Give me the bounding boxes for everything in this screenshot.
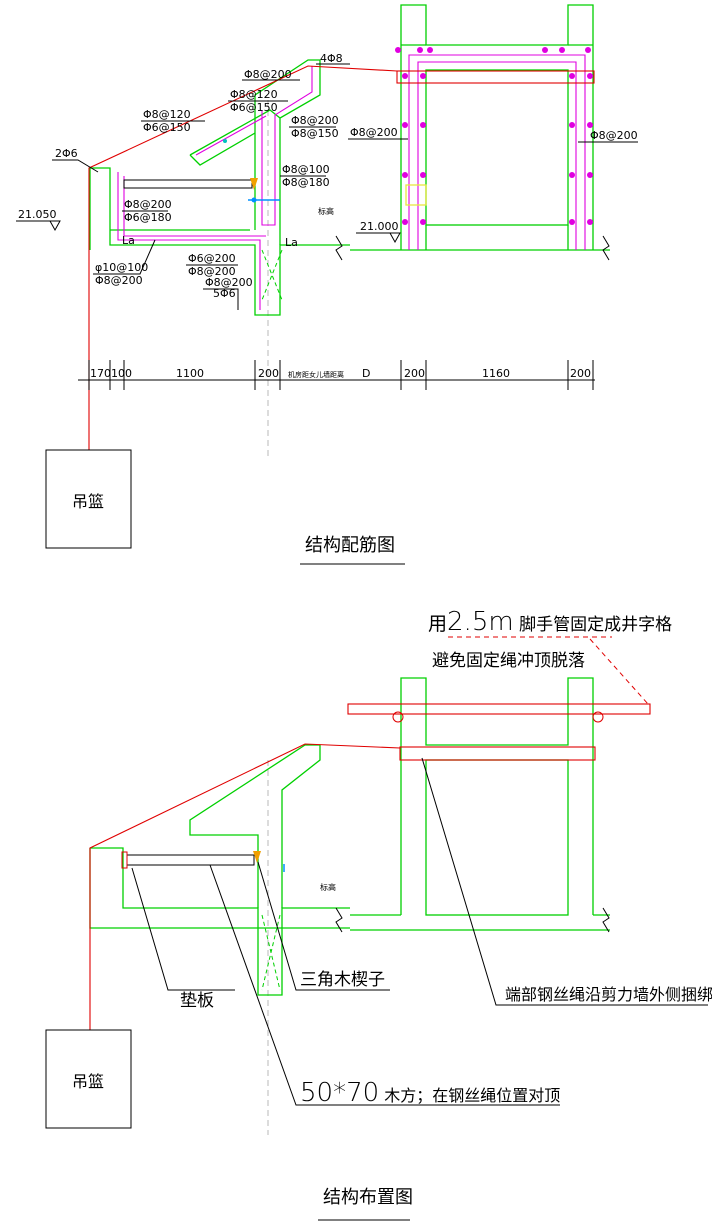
svg-text:Φ6@150: Φ6@150 [143, 121, 191, 134]
svg-text:Φ6@180: Φ6@180 [124, 211, 172, 224]
safety-rope [88, 65, 398, 450]
svg-text:Φ8@200: Φ8@200 [590, 129, 638, 142]
svg-text:200: 200 [258, 367, 279, 380]
svg-text:Φ6@200: Φ6@200 [188, 252, 236, 265]
svg-text:La: La [122, 234, 135, 247]
drawing-title-bottom: 结构布置图 [323, 1187, 413, 1208]
svg-text:1100: 1100 [176, 367, 204, 380]
svg-text:200: 200 [404, 367, 425, 380]
break-symbol [602, 235, 610, 261]
svg-text:Φ8@200: Φ8@200 [188, 265, 236, 278]
safety-rope [89, 743, 401, 1030]
svg-text:2Φ6: 2Φ6 [55, 147, 78, 160]
svg-text:Φ8@200: Φ8@200 [350, 126, 398, 139]
parapet-and-slab [89, 744, 350, 996]
break-symbol [335, 907, 343, 933]
leader-lines [131, 757, 708, 1106]
scaffold-pipe [347, 703, 651, 715]
elevation-left: 21.050 [18, 208, 57, 221]
elevation-right: 21.000 [360, 220, 399, 233]
machine-room-walls [347, 636, 651, 931]
svg-text:Φ8@200: Φ8@200 [95, 274, 143, 287]
drawing-title-top: 结构配筋图 [305, 535, 395, 556]
svg-text:D: D [362, 367, 370, 380]
basket-box [45, 1029, 132, 1129]
wedge-marker [253, 851, 261, 863]
svg-text:4Φ8: 4Φ8 [320, 52, 343, 65]
beam-band [396, 70, 595, 84]
basket-label: 吊篮 [72, 492, 104, 511]
parapet-and-slab [89, 59, 350, 316]
timber-note: 50*70 木方；在钢丝绳位置对顶 [300, 1078, 560, 1108]
svg-text:1160: 1160 [482, 367, 510, 380]
svg-text:La: La [285, 236, 298, 249]
dimension-line: 170 100 1100 200 机房距女儿墙距离 D 200 1160 200 [78, 360, 595, 390]
reinforcement-drawing: 吊篮 21.050 21.000 标高 4Φ8 Φ8@200 Φ8@120 Φ6… [16, 4, 638, 565]
svg-text:170: 170 [90, 367, 111, 380]
basket-box [45, 449, 132, 549]
svg-text:Φ8@120: Φ8@120 [230, 88, 278, 101]
rebar-dots [395, 47, 593, 225]
svg-text:Φ8@200: Φ8@200 [244, 68, 292, 81]
svg-text:机房距女儿墙距离: 机房距女儿墙距离 [288, 370, 344, 379]
layout-drawing: 吊篮 标高 用2.5m 脚手管固定成井字格 避免固定绳冲顶脱落 垫板 三角木楔子… [45, 607, 712, 1221]
break-symbol [602, 907, 610, 933]
level-label: 标高 [320, 882, 336, 892]
pipe-note: 用2.5m 脚手管固定成井字格 [428, 607, 672, 637]
svg-text:100: 100 [111, 367, 132, 380]
svg-text:5Φ6: 5Φ6 [213, 287, 236, 300]
svg-text:Φ8@150: Φ8@150 [291, 127, 339, 140]
basket-label: 吊篮 [72, 1072, 104, 1091]
svg-text:Φ8@200: Φ8@200 [124, 198, 172, 211]
svg-text:Φ8@120: Φ8@120 [143, 108, 191, 121]
break-symbol [335, 235, 343, 261]
end-wire-label: 端部钢丝绳沿剪力墙外侧捆绑 [505, 985, 712, 1004]
svg-text:Φ8@180: Φ8@180 [282, 176, 330, 189]
level-label: 标高 [318, 206, 334, 216]
svg-text:Φ8@200: Φ8@200 [205, 276, 253, 289]
svg-text:φ10@100: φ10@100 [95, 261, 148, 274]
svg-text:Φ8@100: Φ8@100 [282, 163, 330, 176]
svg-text:200: 200 [570, 367, 591, 380]
pad-label: 垫板 [180, 991, 214, 1011]
wedge-marker [250, 178, 258, 190]
rebar-labels: 4Φ8 Φ8@200 Φ8@120 Φ6@150 Φ8@120 Φ6@150 Φ… [52, 52, 638, 310]
avoid-note: 避免固定绳冲顶脱落 [432, 651, 585, 671]
machine-room-walls [350, 4, 610, 251]
svg-text:Φ6@150: Φ6@150 [230, 101, 278, 114]
beam-band [399, 746, 596, 761]
svg-text:Φ8@200: Φ8@200 [291, 114, 339, 127]
wedge-label: 三角木楔子 [300, 970, 385, 990]
